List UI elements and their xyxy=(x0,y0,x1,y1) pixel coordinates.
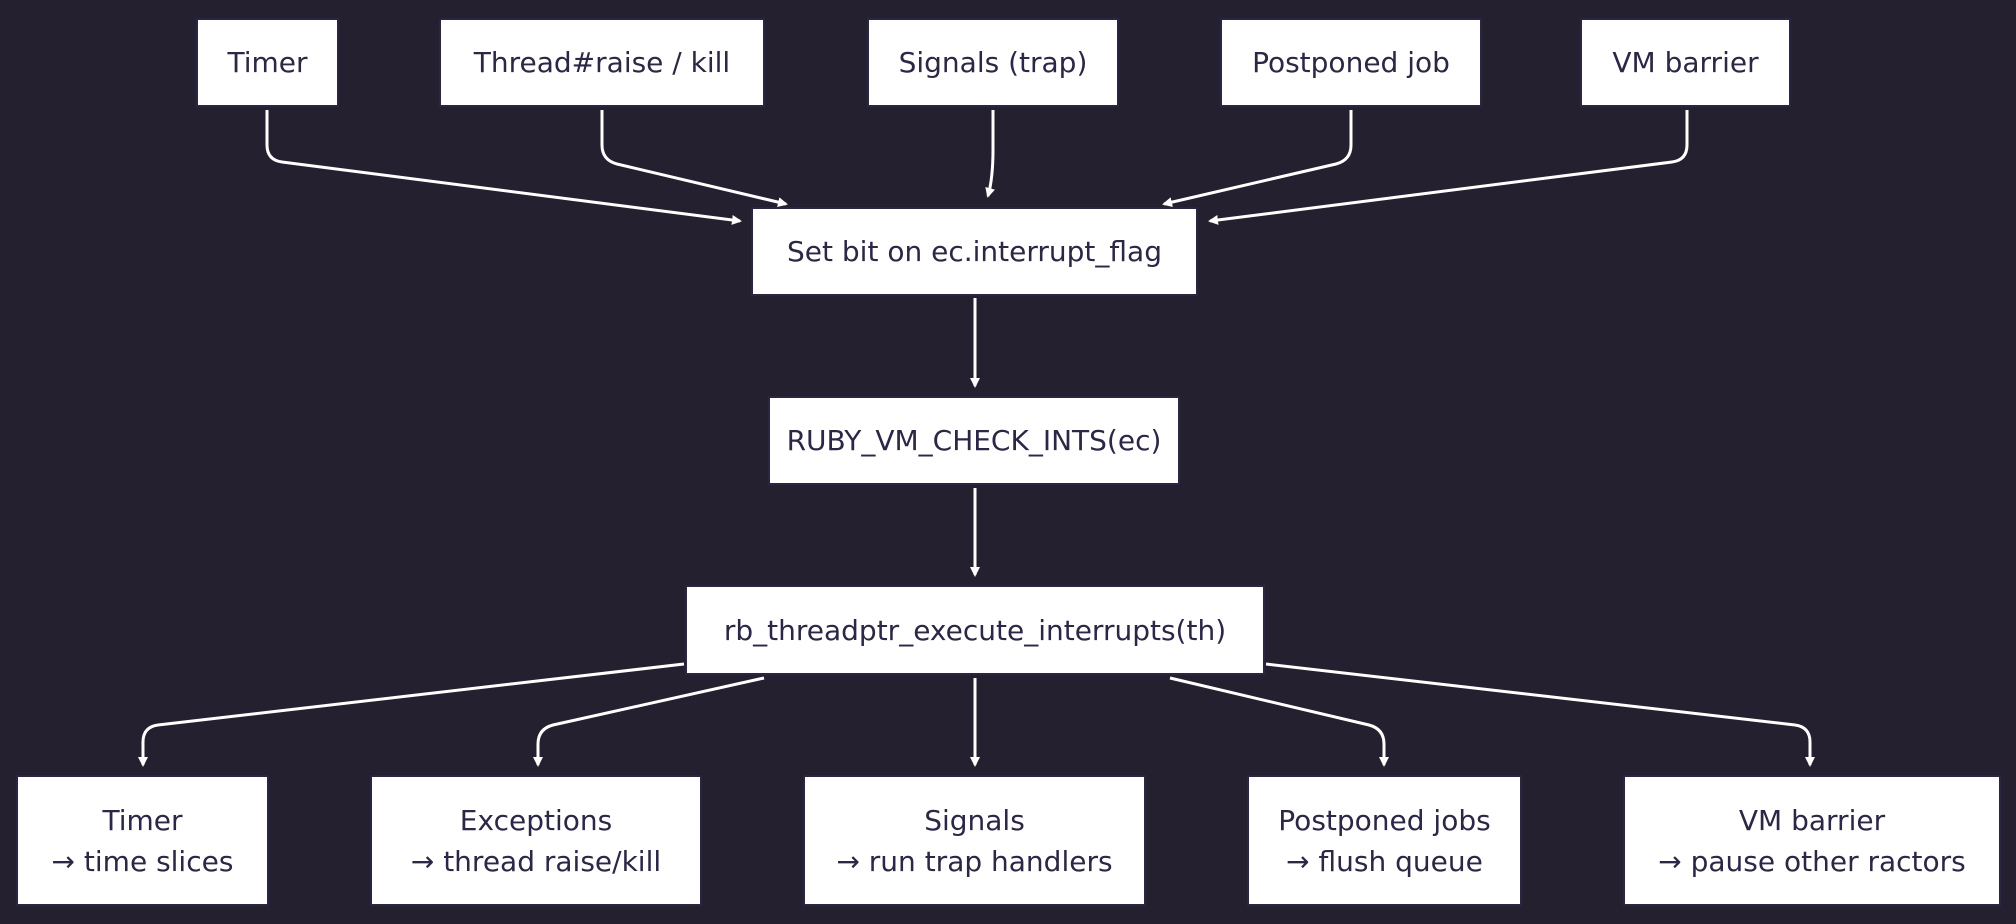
source-node-vm-barrier: VM barrier xyxy=(1580,18,1791,107)
set-bit-label: Set bit on ec.interrupt_flag xyxy=(787,235,1162,268)
edge-thread-raise-to-set-bit xyxy=(600,110,788,208)
set-bit-node: Set bit on ec.interrupt_flag xyxy=(751,207,1198,296)
check-ints-label: RUBY_VM_CHECK_INTS(ec) xyxy=(786,424,1162,457)
execute-interrupts-node: rb_threadptr_execute_interrupts(th) xyxy=(685,585,1265,675)
source-node-timer: Timer xyxy=(196,18,339,107)
handler-title-vm-barrier: VM barrier xyxy=(1738,803,1886,837)
source-label-thread-raise: Thread#raise / kill xyxy=(473,46,731,79)
source-label-postponed-job: Postponed job xyxy=(1252,46,1450,79)
source-label-signals: Signals (trap) xyxy=(898,46,1088,79)
handler-title-signals: Signals xyxy=(924,803,1025,837)
source-label-timer: Timer xyxy=(227,46,308,79)
handler-title-postponed-jobs: Postponed jobs xyxy=(1278,803,1491,837)
edge-signals-to-set-bit xyxy=(985,110,995,198)
handler-node-signals: Signals → run trap handlers xyxy=(803,775,1146,906)
handler-detail-signals: → run trap handlers xyxy=(836,844,1113,878)
edge-postponed-to-set-bit xyxy=(1162,110,1353,208)
edge-execute-to-postponed xyxy=(1169,676,1389,767)
handler-node-vm-barrier: VM barrier → pause other ractors xyxy=(1623,775,2001,906)
source-node-postponed-job: Postponed job xyxy=(1220,18,1482,107)
handler-title-timer: Timer xyxy=(102,803,183,837)
edge-execute-to-exceptions xyxy=(533,676,765,767)
edge-timer-to-set-bit xyxy=(265,110,742,225)
execute-interrupts-label: rb_threadptr_execute_interrupts(th) xyxy=(723,613,1227,647)
handler-node-exceptions: Exceptions → thread raise/kill xyxy=(370,775,702,906)
edge-execute-to-timer xyxy=(138,662,685,767)
source-label-vm-barrier: VM barrier xyxy=(1612,46,1759,79)
edge-vm-barrier-to-set-bit xyxy=(1208,110,1689,225)
handler-title-exceptions: Exceptions xyxy=(459,803,613,837)
handler-node-postponed-jobs: Postponed jobs → flush queue xyxy=(1247,775,1522,906)
source-node-signals: Signals (trap) xyxy=(867,18,1119,107)
check-ints-node: RUBY_VM_CHECK_INTS(ec) xyxy=(768,396,1180,485)
handler-detail-vm-barrier: → pause other ractors xyxy=(1658,844,1966,878)
handler-detail-timer: → time slices xyxy=(51,844,234,878)
handler-detail-postponed-jobs: → flush queue xyxy=(1286,844,1483,878)
handler-node-timer: Timer → time slices xyxy=(16,775,269,906)
source-node-thread-raise: Thread#raise / kill xyxy=(439,18,765,107)
handler-detail-exceptions: → thread raise/kill xyxy=(410,844,662,878)
edge-execute-to-vm-barrier xyxy=(1265,662,1815,767)
